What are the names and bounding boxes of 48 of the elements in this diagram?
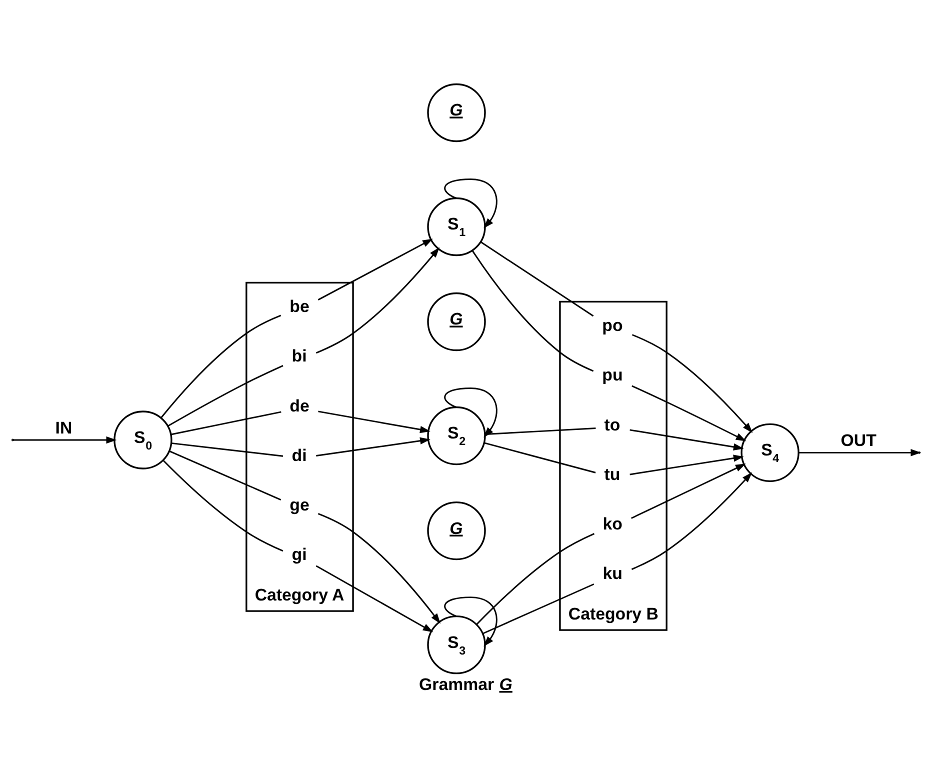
node-text: di — [292, 445, 307, 464]
caption: Grammar G — [419, 674, 512, 694]
connector — [169, 450, 282, 500]
node-circle: G — [427, 500, 486, 560]
arrow — [318, 512, 440, 624]
node-circle: G — [427, 292, 486, 351]
arrow — [631, 463, 746, 518]
arrow — [316, 564, 434, 632]
connector — [170, 410, 282, 435]
arrow — [632, 334, 753, 432]
node-circle: S$_{3}$ — [427, 614, 486, 674]
arrow — [316, 436, 430, 456]
edge-label: OUT — [840, 430, 876, 450]
connector — [171, 442, 284, 456]
arrow — [444, 596, 498, 646]
node-text: pu — [602, 365, 623, 384]
connector — [472, 250, 594, 372]
connector — [480, 240, 594, 316]
node-text: to — [604, 414, 620, 434]
arrow — [318, 238, 433, 300]
connector — [476, 532, 595, 625]
node-circle: S$_{2}$ — [427, 406, 486, 465]
edge-label: IN — [55, 418, 72, 437]
arrow — [318, 410, 430, 433]
node-text: ge — [290, 495, 310, 514]
node-text: ko — [602, 514, 622, 534]
connector — [168, 364, 284, 426]
connector — [482, 582, 594, 634]
node-text: de — [290, 396, 310, 415]
node-text: bi — [292, 346, 307, 366]
arrow — [630, 428, 744, 450]
connector — [160, 314, 282, 418]
node-text: ku — [602, 564, 622, 583]
node-circle: G — [427, 82, 486, 142]
connector — [485, 426, 596, 435]
node-circle: S$_{0}$ — [114, 410, 172, 469]
node-text: be — [290, 296, 310, 316]
arrow — [13, 436, 117, 444]
arrow — [632, 384, 746, 441]
arrow — [316, 246, 440, 354]
arrow — [630, 454, 744, 475]
node-text: tu — [604, 464, 620, 484]
node-circle: S$_{1}$ — [427, 196, 486, 256]
connector — [484, 442, 596, 473]
connector — [162, 459, 284, 552]
node-text: po — [602, 316, 623, 335]
node-text: gi — [292, 544, 307, 564]
arrow — [631, 472, 752, 570]
